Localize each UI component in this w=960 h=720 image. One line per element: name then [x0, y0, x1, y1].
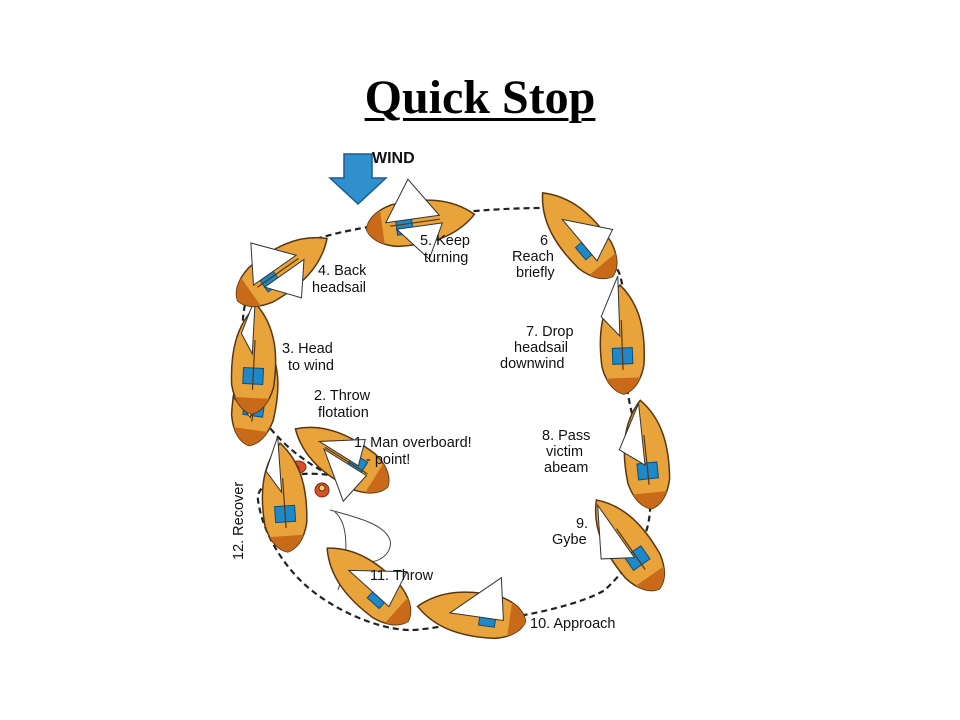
boat-step-10 — [413, 576, 530, 644]
boat-step-6 — [525, 178, 631, 292]
step-label-11: 11. Throw — [370, 568, 434, 584]
step-label-1: 1. Man overboard! - point! — [354, 435, 476, 468]
step-label-5: 5. Keep turning — [420, 233, 474, 266]
boat-step-3 — [228, 297, 280, 416]
boat-step-8 — [617, 397, 675, 512]
step-label-9: 9. Gybe — [552, 516, 592, 548]
step-label-10: 10. Approach — [530, 616, 615, 632]
step-label-2: 2. Throw flotation — [314, 388, 374, 421]
wind-label: WIND — [372, 150, 415, 167]
boat-step-12 — [257, 436, 311, 555]
page-title: Quick Stop — [364, 71, 596, 124]
boat-step-5 — [362, 178, 479, 260]
boat-step-11 — [311, 531, 424, 639]
wind-arrow-icon — [328, 153, 388, 206]
step-label-7: 7. Drop headsail downwind — [500, 324, 578, 372]
step-label-3: 3. Head to wind — [282, 341, 337, 374]
victim-icon — [314, 482, 330, 498]
boat-step-4 — [224, 219, 341, 320]
step-label-8: 8. Pass victim abeam — [542, 428, 594, 476]
boat-step-9 — [577, 486, 678, 603]
step-label-4: 4. Back headsail — [312, 263, 370, 296]
boat-step-1 — [283, 409, 401, 506]
step-label-12: 12. Recover — [231, 482, 247, 560]
boat-step-7 — [597, 275, 647, 396]
step-label-6: 6 Reach briefly — [512, 233, 558, 281]
